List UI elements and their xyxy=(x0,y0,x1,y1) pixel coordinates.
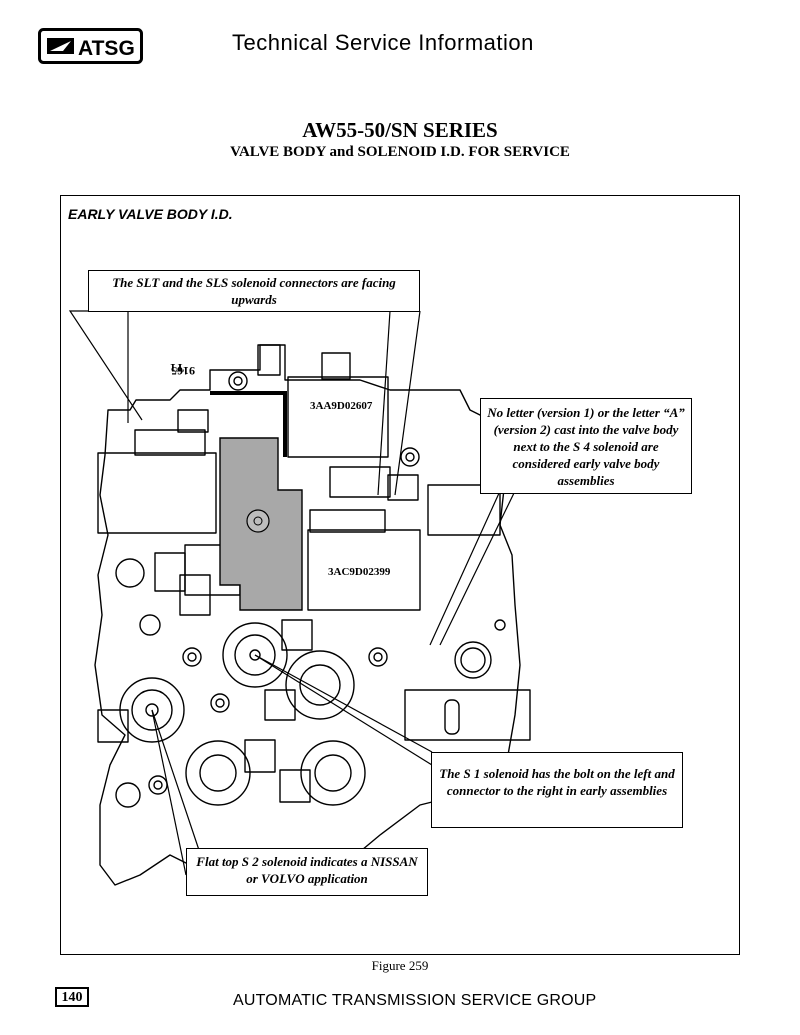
callout-s1-solenoid: The S 1 solenoid has the bolt on the lef… xyxy=(431,752,683,828)
logo-text: ATSG xyxy=(78,37,135,60)
figure-caption: Figure 259 xyxy=(371,958,429,973)
leader-s1 xyxy=(254,654,433,753)
upper-solenoid-label: 3AA9D02607 xyxy=(310,400,373,412)
cast-number-label: 9165 xyxy=(171,364,195,378)
leader-s2 xyxy=(151,709,187,876)
callout-slt-sls: The SLT and the SLS solenoid connectors … xyxy=(88,270,420,312)
leader-right xyxy=(429,490,501,646)
left-solenoid xyxy=(97,452,217,534)
lower-solenoid xyxy=(307,529,421,611)
header-title: Technical Service Information xyxy=(232,30,534,55)
figure-frame xyxy=(60,195,740,955)
lower-solenoid-label: 3AC9D02399 xyxy=(328,566,391,578)
s1-solenoid xyxy=(222,622,288,688)
callout-s2-solenoid: Flat top S 2 solenoid indicates a NISSAN… xyxy=(186,848,428,896)
page-number: 140 xyxy=(55,987,89,1007)
document-title: AW55-50/SN SERIES xyxy=(302,118,498,142)
valve-body-diagram: 9165 T1 3AA9D02607 3AC9D02399 xyxy=(68,310,531,896)
leader-top-right xyxy=(377,310,391,496)
footer-company: AUTOMATIC TRANSMISSION SERVICE GROUP xyxy=(233,992,597,1009)
section-heading: EARLY VALVE BODY I.D. xyxy=(68,206,233,222)
leader-top-left xyxy=(68,310,143,421)
callout-valve-body-version: No letter (version 1) or the letter “A” … xyxy=(480,398,692,494)
upper-solenoid xyxy=(287,376,389,458)
document-subtitle: VALVE BODY and SOLENOID I.D. FOR SERVICE xyxy=(230,144,570,160)
cast-suffix-label: T1 xyxy=(170,361,184,375)
atsg-logo: ATSG xyxy=(38,28,143,64)
